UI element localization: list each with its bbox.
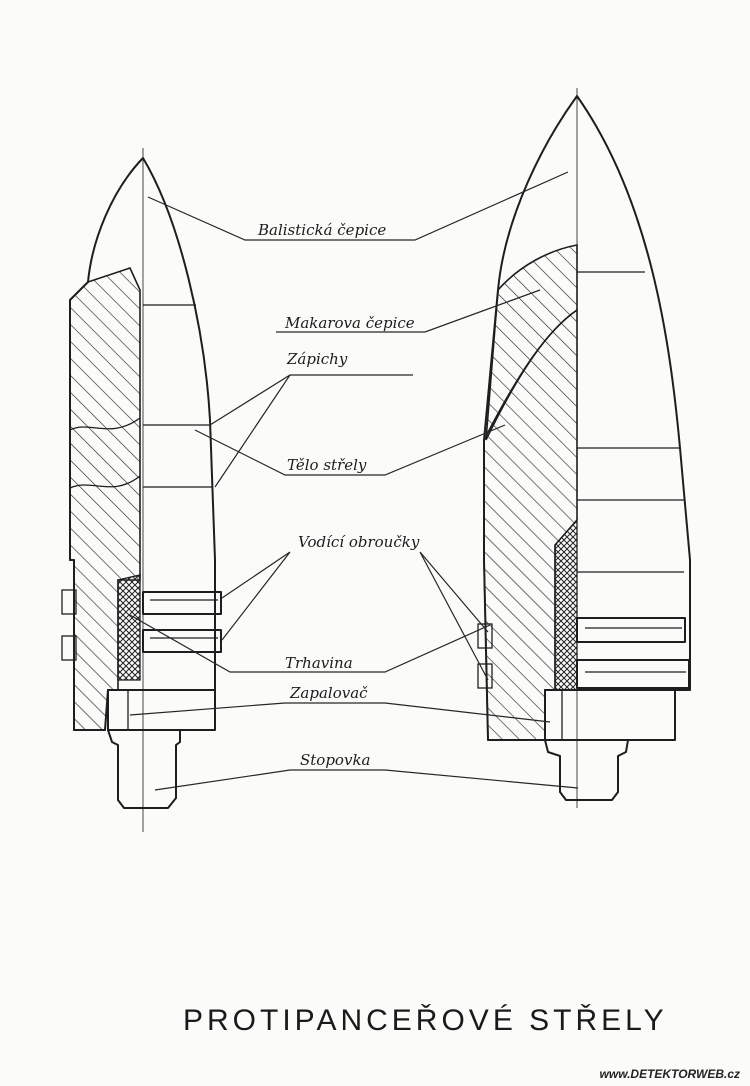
left-tracer (107, 729, 181, 809)
right-outline (483, 95, 691, 741)
left-driving-band-1 (142, 591, 222, 615)
right-projectile (477, 88, 691, 808)
label-trhavina: Trhavina (285, 654, 353, 672)
leader-vodici-obroucky (221, 551, 489, 681)
leader-trhavina (129, 614, 491, 673)
left-band-notch-2 (61, 635, 77, 661)
page-title: PROTIPANCEŘOVÉ STŘELY (183, 1004, 668, 1037)
label-stopovka: Stopovka (300, 751, 370, 769)
left-projectile (61, 148, 222, 832)
right-band-notch-1 (477, 623, 493, 649)
leader-stopovka (154, 769, 579, 791)
left-driving-band-2 (142, 629, 222, 653)
leader-zapichy (209, 374, 413, 488)
label-makarova-cepice: Makarova čepice (284, 314, 415, 332)
labels: Balistická čepice Makarova čepice Zápich… (257, 221, 420, 769)
right-band-notch-2 (477, 663, 493, 689)
right-tracer (544, 739, 629, 801)
label-zapichy: Zápichy (286, 350, 348, 368)
left-break-line-1 (69, 417, 141, 431)
leader-makarova-cepice (276, 289, 541, 333)
leader-lines (129, 171, 579, 791)
right-fuze (544, 689, 676, 741)
right-explosive-filler (554, 518, 578, 691)
label-balisticka-cepice: Balistická čepice (257, 221, 386, 239)
leader-balisticka-cepice (147, 171, 569, 241)
right-driving-band-2 (576, 659, 690, 689)
left-break-line-2 (69, 475, 141, 489)
watermark: www.DETEKTORWEB.cz (600, 1067, 740, 1081)
label-zapalovac: Zapalovač (289, 684, 368, 702)
label-telo-strely: Tělo střely (287, 456, 367, 474)
leader-zapalovac (129, 702, 551, 723)
right-driving-band-1 (576, 617, 686, 643)
leader-telo-strely (194, 424, 506, 476)
left-band-notch-1 (61, 589, 77, 615)
left-explosive-filler (117, 574, 141, 681)
label-vodici-obroucky: Vodící obroučky (298, 533, 420, 551)
